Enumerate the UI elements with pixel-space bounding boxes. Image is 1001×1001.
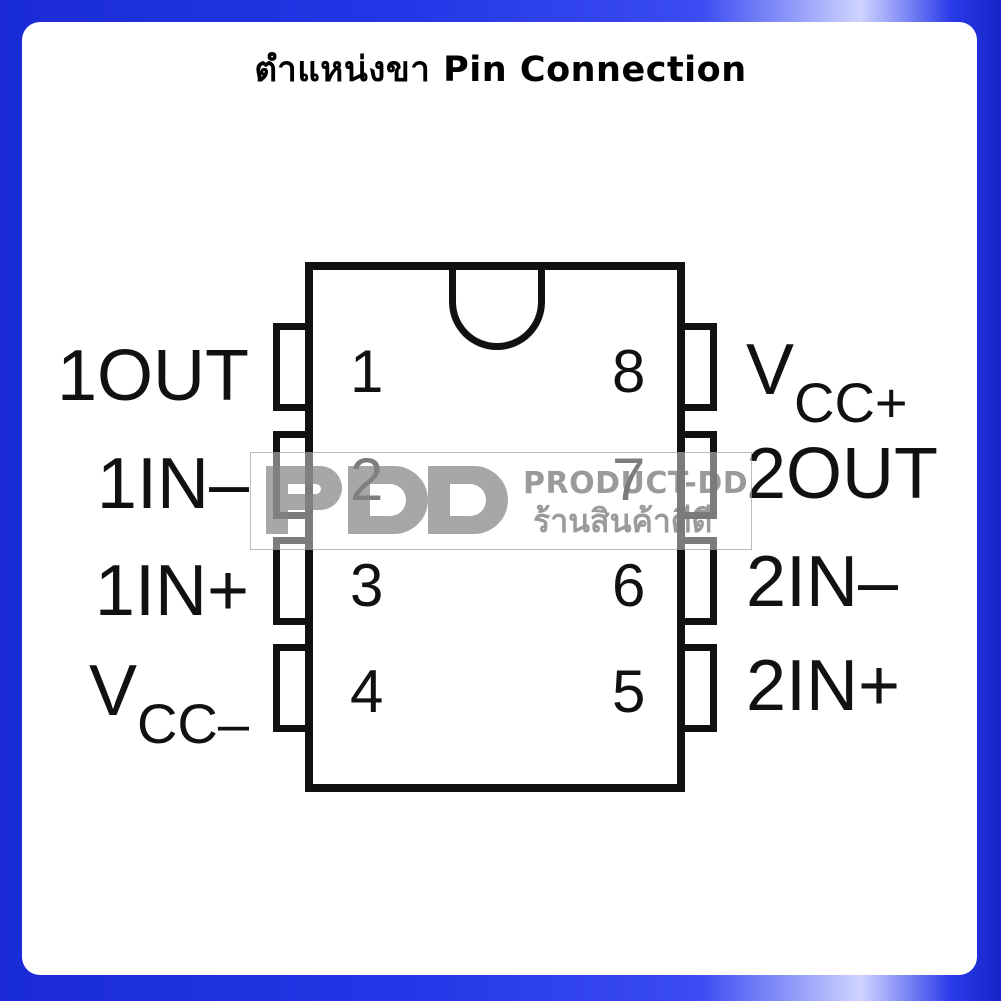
- pin-label-2-main: 1IN–: [96, 444, 249, 524]
- pin-label-5-main: 2IN+: [746, 646, 901, 726]
- pin-label-5: 2IN+: [746, 650, 900, 722]
- pin-label-8-subscript: CC+: [794, 371, 908, 434]
- pin-number-7: 7: [612, 446, 646, 513]
- page-title: ตำแหน่งขา Pin Connection: [254, 50, 747, 90]
- pin-number-8: 8: [612, 338, 646, 405]
- watermark-brand: PRODUCT-DD: [523, 466, 749, 501]
- pin-label-6-main: 2IN–: [746, 542, 899, 622]
- pin-label-4-main: V: [88, 651, 137, 731]
- pin-label-2: 1IN–: [97, 448, 249, 520]
- pin-number-1: 1: [350, 338, 384, 405]
- pin-6-lead: [685, 537, 717, 625]
- pin-label-7: 2OUT: [746, 438, 938, 510]
- pin-label-7-main: 2OUT: [746, 434, 939, 514]
- pin-label-6: 2IN–: [746, 546, 898, 618]
- watermark-logo: [266, 466, 508, 534]
- pin-3-lead: [273, 537, 305, 625]
- pin-4-lead: [273, 644, 305, 732]
- pin-label-8: VCC+: [746, 334, 908, 431]
- pin-label-4-subscript: CC–: [136, 692, 249, 755]
- pin-5-lead: [685, 644, 717, 732]
- pin-label-8-main: V: [746, 330, 795, 410]
- pin-7-lead: [685, 431, 717, 519]
- pin-label-3: 1IN+: [95, 555, 249, 627]
- pin-label-4: VCC–: [89, 655, 249, 752]
- pin-number-6: 6: [612, 552, 646, 619]
- pin-8-lead: [685, 323, 717, 411]
- pin-label-1: 1OUT: [57, 340, 249, 412]
- pin-number-3: 3: [350, 552, 384, 619]
- pin-label-3-main: 1IN+: [94, 551, 249, 631]
- ic-orientation-notch: [449, 270, 545, 350]
- pin-label-1-main: 1OUT: [56, 336, 249, 416]
- pin-1-lead: [273, 323, 305, 411]
- watermark-shop-name: ร้านสินค้าดีดี: [533, 502, 713, 540]
- pin-number-4: 4: [350, 658, 384, 725]
- pin-number-5: 5: [612, 658, 646, 725]
